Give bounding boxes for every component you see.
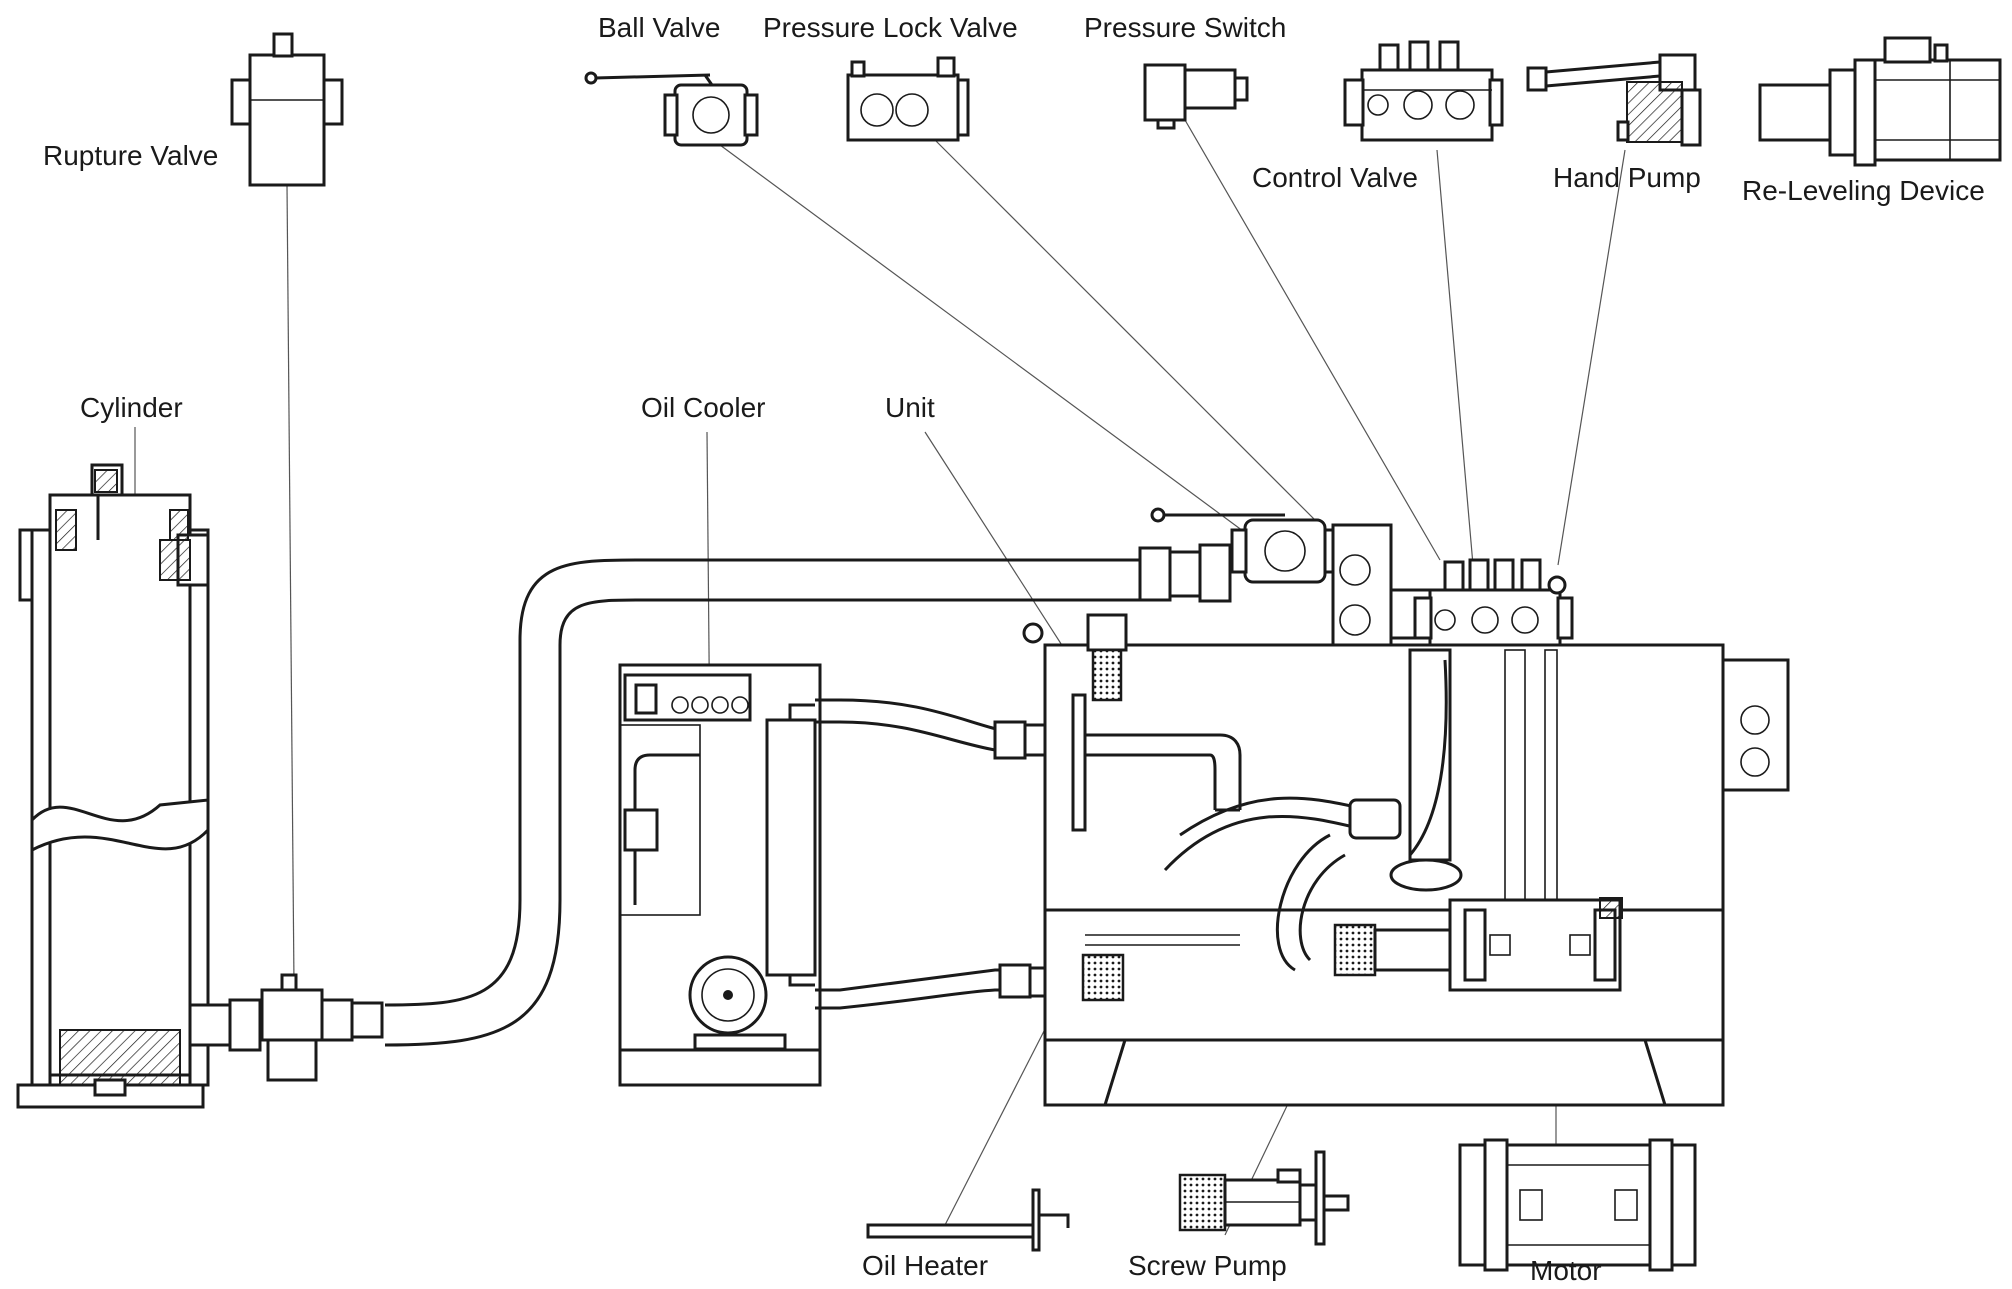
- label-unit: Unit: [885, 392, 935, 423]
- label-oil-heater: Oil Heater: [862, 1250, 988, 1281]
- cylinder-drawing: [16, 463, 232, 1109]
- label-screw-pump: Screw Pump: [1128, 1250, 1287, 1281]
- label-oil-cooler: Oil Cooler: [641, 392, 765, 423]
- label-ball-valve: Ball Valve: [598, 12, 720, 43]
- rupture-valve-inline: [228, 973, 384, 1082]
- hose-cylinder-to-unit: [384, 543, 1232, 1047]
- label-rupture-valve: Rupture Valve: [43, 140, 218, 171]
- pressure-lock-valve-on-unit: [1331, 523, 1433, 647]
- pressure-lock-valve-icon: [846, 56, 970, 142]
- label-pressure-lock-valve: Pressure Lock Valve: [763, 12, 1018, 43]
- label-hand-pump: Hand Pump: [1553, 162, 1701, 193]
- screw-pump-icon: [1178, 1150, 1350, 1246]
- label-pressure-switch: Pressure Switch: [1084, 12, 1286, 43]
- control-valve-icon: [1343, 40, 1504, 142]
- pressure-switch-icon: [1143, 63, 1249, 130]
- label-motor: Motor: [1530, 1255, 1602, 1286]
- motor-icon: [1458, 1138, 1697, 1272]
- ball-valve-icon: [584, 71, 759, 147]
- rupture-valve-icon: [230, 32, 344, 187]
- oil-heater-icon: [866, 1188, 1070, 1252]
- oil-cooler-drawing: [618, 663, 822, 1087]
- label-cylinder: Cylinder: [80, 392, 183, 423]
- re-leveling-device-icon: [1758, 36, 2002, 167]
- label-control-valve: Control Valve: [1252, 162, 1418, 193]
- cooler-hoses: [815, 698, 1057, 1010]
- label-re-leveling-device: Re-Leveling Device: [1742, 175, 1985, 206]
- hand-pump-icon: [1526, 53, 1702, 147]
- unit-tank-drawing: [1022, 613, 1790, 1107]
- control-valve-on-unit: [1413, 558, 1574, 650]
